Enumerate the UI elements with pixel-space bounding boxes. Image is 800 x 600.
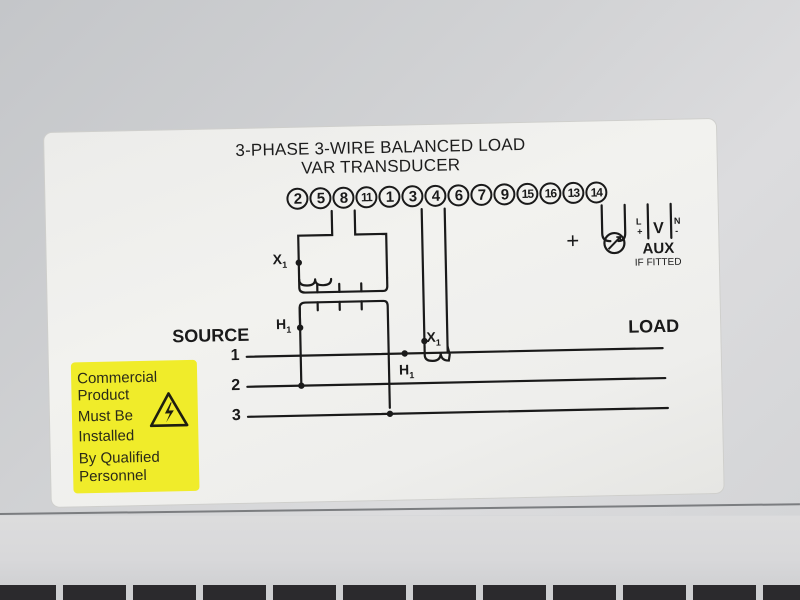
ventilation-slots (0, 585, 800, 600)
phase-line-3-label: 3 (231, 406, 242, 425)
warning-text-line: Personnel (79, 466, 147, 486)
aux-plus-marker: + (637, 226, 643, 237)
vent-rib (616, 583, 623, 600)
aux-l-marker: L (635, 216, 642, 227)
warning-text-line: Must Be (77, 407, 134, 426)
ct-primary-marker: H1 (398, 361, 415, 381)
vt-primary-marker: H1 (275, 315, 292, 335)
source-label: SOURCE (172, 324, 250, 347)
vent-rib (126, 583, 133, 600)
warning-sticker: Commercial Product Must Be Installed By … (70, 359, 200, 494)
wiring-diagram-label: 3-PHASE 3-WIRE BALANCED LOAD VAR TRANSDU… (44, 118, 724, 507)
vt-secondary-marker: X1 (272, 251, 288, 270)
aux-label: AUX (642, 239, 675, 258)
vent-rib (196, 583, 203, 600)
housing-lower-panel (0, 516, 800, 588)
phase-line-2-label: 2 (231, 376, 241, 395)
vent-rib (756, 583, 763, 600)
vent-rib (476, 583, 483, 600)
electrical-hazard-icon (149, 392, 189, 428)
warning-text-line: Product (77, 386, 130, 405)
vent-rib (266, 583, 273, 600)
vent-rib (546, 583, 553, 600)
load-label: LOAD (627, 315, 680, 337)
warning-text-line: Installed (78, 427, 135, 446)
warning-text-line: Commercial (76, 368, 158, 388)
ct-secondary-marker: X1 (426, 328, 441, 348)
vent-rib (336, 583, 343, 600)
aux-if-fitted: IF FITTED (634, 256, 682, 269)
aux-minus-marker: - (675, 225, 679, 236)
output-plus-marker: + (566, 227, 580, 254)
phase-line-1-label: 1 (230, 346, 240, 365)
vent-rib (56, 583, 63, 600)
vent-rib (406, 583, 413, 600)
ammeter-gauge-icon (603, 231, 626, 255)
vent-rib (686, 583, 693, 600)
wiring-schematic (245, 202, 673, 418)
aux-n-marker: N (673, 215, 681, 226)
warning-text-line: By Qualified (78, 448, 160, 468)
aux-v-marker: V (652, 220, 664, 238)
